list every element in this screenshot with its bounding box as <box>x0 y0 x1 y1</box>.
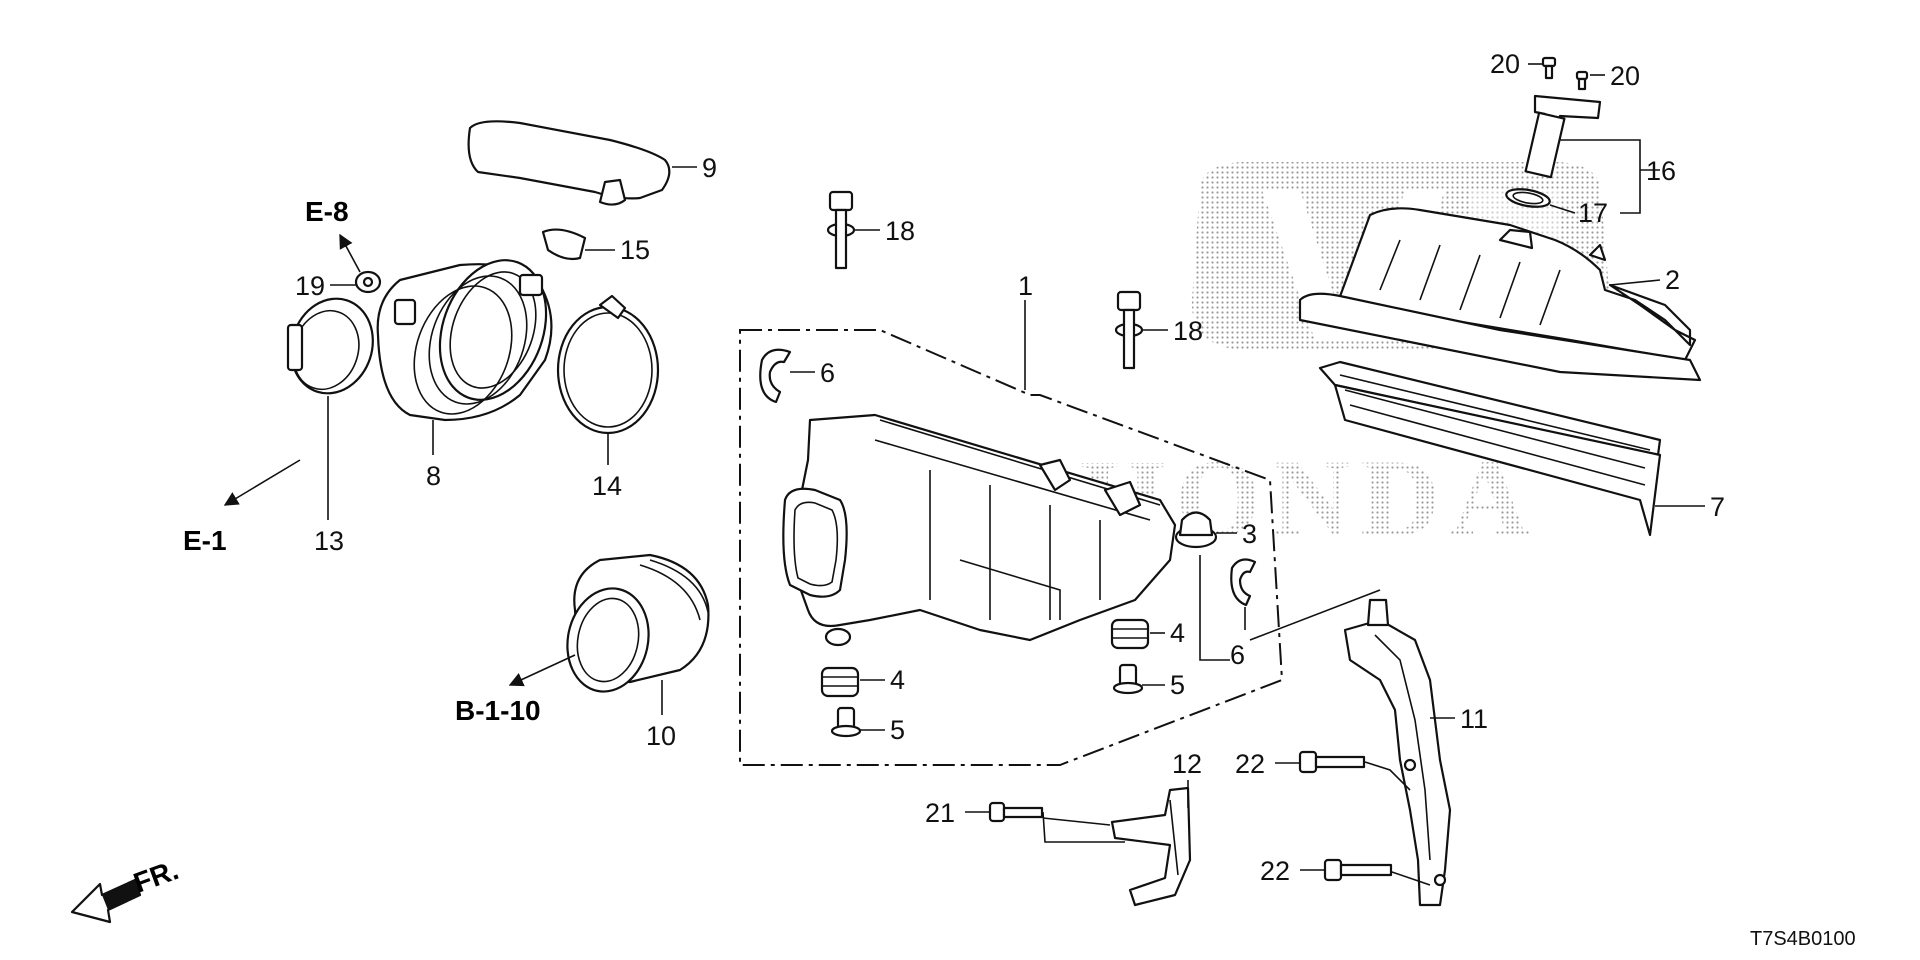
ref-e8: E-8 <box>305 196 349 227</box>
drawing-code: T7S4B0100 <box>1750 928 1856 950</box>
part-6-clip-right <box>1230 558 1257 607</box>
part-10-inlet-tube <box>566 553 710 693</box>
callout-4a: 4 <box>890 665 905 695</box>
part-11-bracket <box>1343 598 1452 907</box>
callout-4b: 4 <box>1170 618 1185 648</box>
part-20-screw-left <box>1541 56 1557 80</box>
part-12-bracket <box>1110 786 1192 907</box>
part-7-filter <box>1318 360 1662 537</box>
callout-3: 3 <box>1242 519 1257 549</box>
part-3-grommet <box>1174 511 1218 549</box>
part-9-resonator <box>467 120 671 206</box>
callout-22b: 22 <box>1260 856 1290 886</box>
callout-19: 19 <box>295 271 325 301</box>
callout-14: 14 <box>592 471 622 501</box>
callout-11: 11 <box>1460 704 1488 734</box>
part-13-band <box>286 297 374 395</box>
callout-10: 10 <box>646 721 676 751</box>
part-21-bolt <box>988 801 1044 823</box>
assembly-boundary <box>739 329 1284 766</box>
callout-5a: 5 <box>890 715 905 745</box>
part-22-bolt-upper <box>1298 750 1366 774</box>
part-22-bolt-lower <box>1323 858 1393 882</box>
callout-1: 1 <box>1018 271 1033 301</box>
callout-17: 17 <box>1578 198 1608 228</box>
part-6-clip-left <box>759 348 792 404</box>
part-5-collar-right <box>1112 663 1144 695</box>
callout-18b: 18 <box>1173 316 1203 346</box>
front-indicator: FR. <box>129 854 182 899</box>
callout-21: 21 <box>925 798 955 828</box>
part-16-sensor <box>1524 94 1602 179</box>
part-14-band <box>556 294 660 435</box>
callout-6b: 6 <box>1230 640 1245 670</box>
callout-20b: 20 <box>1610 61 1640 91</box>
callout-15: 15 <box>620 235 650 265</box>
part-4-grommet-right <box>1110 618 1150 650</box>
part-18-bolt-upper <box>826 190 856 270</box>
callout-12: 12 <box>1172 749 1202 779</box>
part-18-bolt-lower <box>1114 290 1144 370</box>
callout-13: 13 <box>314 526 344 556</box>
callout-18a: 18 <box>885 216 915 246</box>
callout-2: 2 <box>1665 265 1680 295</box>
part-19-clip <box>354 270 382 294</box>
part-2-upper-case <box>1298 207 1702 382</box>
callout-16: 16 <box>1646 156 1676 186</box>
ref-b110: B-1-10 <box>455 695 541 726</box>
part-5-collar-left <box>830 706 862 738</box>
callout-9: 9 <box>702 153 717 183</box>
callout-6a: 6 <box>820 358 835 388</box>
part-8-intake-tube <box>376 259 553 422</box>
callout-8: 8 <box>426 461 441 491</box>
callout-7: 7 <box>1710 492 1725 522</box>
callout-20a: 20 <box>1490 49 1520 79</box>
part-15-clip <box>541 228 587 261</box>
part-20-screw-right <box>1575 70 1589 91</box>
part-4-grommet-left <box>820 666 860 698</box>
part-1-lower-case <box>782 413 1177 647</box>
callout-5b: 5 <box>1170 670 1185 700</box>
callout-22a: 22 <box>1235 749 1265 779</box>
front-arrow-icon <box>70 878 142 924</box>
part-17-seal <box>1505 188 1551 208</box>
ref-e1: E-1 <box>183 525 227 556</box>
